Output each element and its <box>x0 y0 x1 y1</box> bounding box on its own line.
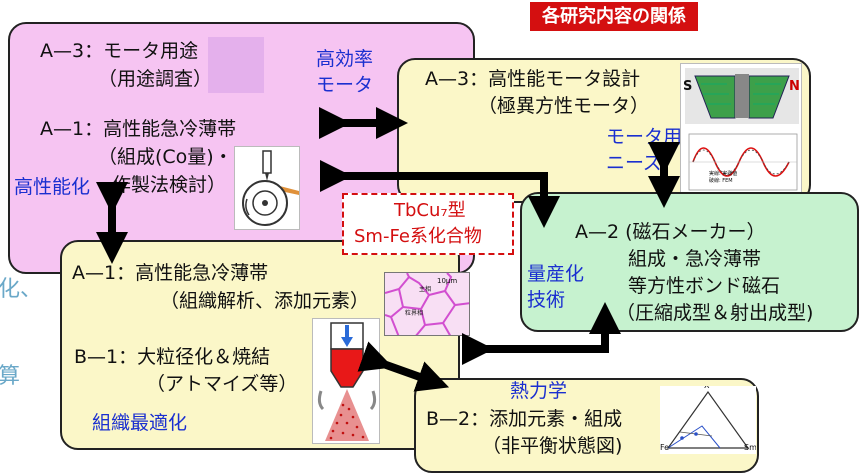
box-a2 <box>520 192 859 332</box>
mass-production-tag: 量産化 技術 <box>527 263 585 311</box>
a3-use-title: A—3：モータ用途 <box>40 40 199 62</box>
a2-bonded-magnet: 等方性ボンド磁石 <box>628 275 781 297</box>
high-performance-tag: 高性能化 <box>14 176 91 198</box>
phase-sm-label: Sm <box>744 443 756 452</box>
a2-title: A—2 (磁石メーカー） <box>575 221 766 243</box>
micrograph-scale: 10μm <box>437 277 458 285</box>
b2-title: B—2：添加元素・組成 <box>426 408 623 430</box>
motor-needs-tag: モータ用 ニーズ <box>606 126 683 174</box>
use-image-placeholder <box>208 37 264 93</box>
motor-legend-2: 破線: FEM <box>709 178 733 184</box>
motor-n-label: N <box>789 79 800 94</box>
phase-apex-x: X <box>704 386 709 390</box>
phase-fe-label: Fe <box>660 443 670 452</box>
a3-use-subtitle: （用途調査） <box>98 68 213 90</box>
high-efficiency-motor-tag: 高効率 モータ <box>316 48 374 96</box>
micrograph-main-phase: 主相 <box>419 286 432 293</box>
a2-composition: 組成・急冷薄帯 <box>628 248 762 270</box>
b2-subtitle: （非平衡状態図) <box>482 435 623 457</box>
structure-optimization-tag: 組織最適化 <box>92 412 188 434</box>
a1-bottom-title: A—1：高性能急冷薄帯 <box>72 262 269 284</box>
a3-design-subtitle: （極異方性モータ） <box>478 95 650 117</box>
micrograph-image: 主相 10μm 粒界相 <box>384 272 470 336</box>
micrograph-grain-boundary: 粒界相 <box>405 310 424 317</box>
a1-top-composition: （組成(Co量)・ <box>98 146 233 168</box>
tbcu7-line2: Sm-Fe系化合物 <box>354 226 482 247</box>
motor-image: S N 実線: 実測値 破線: FEM <box>680 63 802 193</box>
a1-top-method: 作製法検討） <box>112 174 227 196</box>
motor-legend-1: 実線: 実測値 <box>709 171 738 177</box>
melt-spinning-image <box>234 146 300 230</box>
b1-subtitle: （アトマイズ等） <box>146 373 298 395</box>
phase-diagram-image: X Fe Sm <box>660 386 756 454</box>
thermodynamics-tag: 熱力学 <box>510 380 568 402</box>
a2-molding: （圧縮成型＆射出成型) <box>616 302 814 324</box>
edge-fragment-bottom: 算 <box>0 364 21 389</box>
a3-design-title: A—3：高性能モータ設計 <box>425 68 641 90</box>
atomizer-image <box>312 318 380 444</box>
a1-top-title: A—1：高性能急冷薄帯 <box>40 118 237 140</box>
edge-fragment-top: 化、 <box>0 277 43 302</box>
b1-title: B—1：大粒径化＆焼結 <box>74 346 271 368</box>
motor-s-label: S <box>683 79 693 94</box>
tbcu7-line1: TbCu₇型 <box>394 200 466 221</box>
a1-bottom-subtitle: （組織解析、添加元素） <box>160 290 370 312</box>
diagram-title: 各研究内容の関係 <box>530 2 698 31</box>
